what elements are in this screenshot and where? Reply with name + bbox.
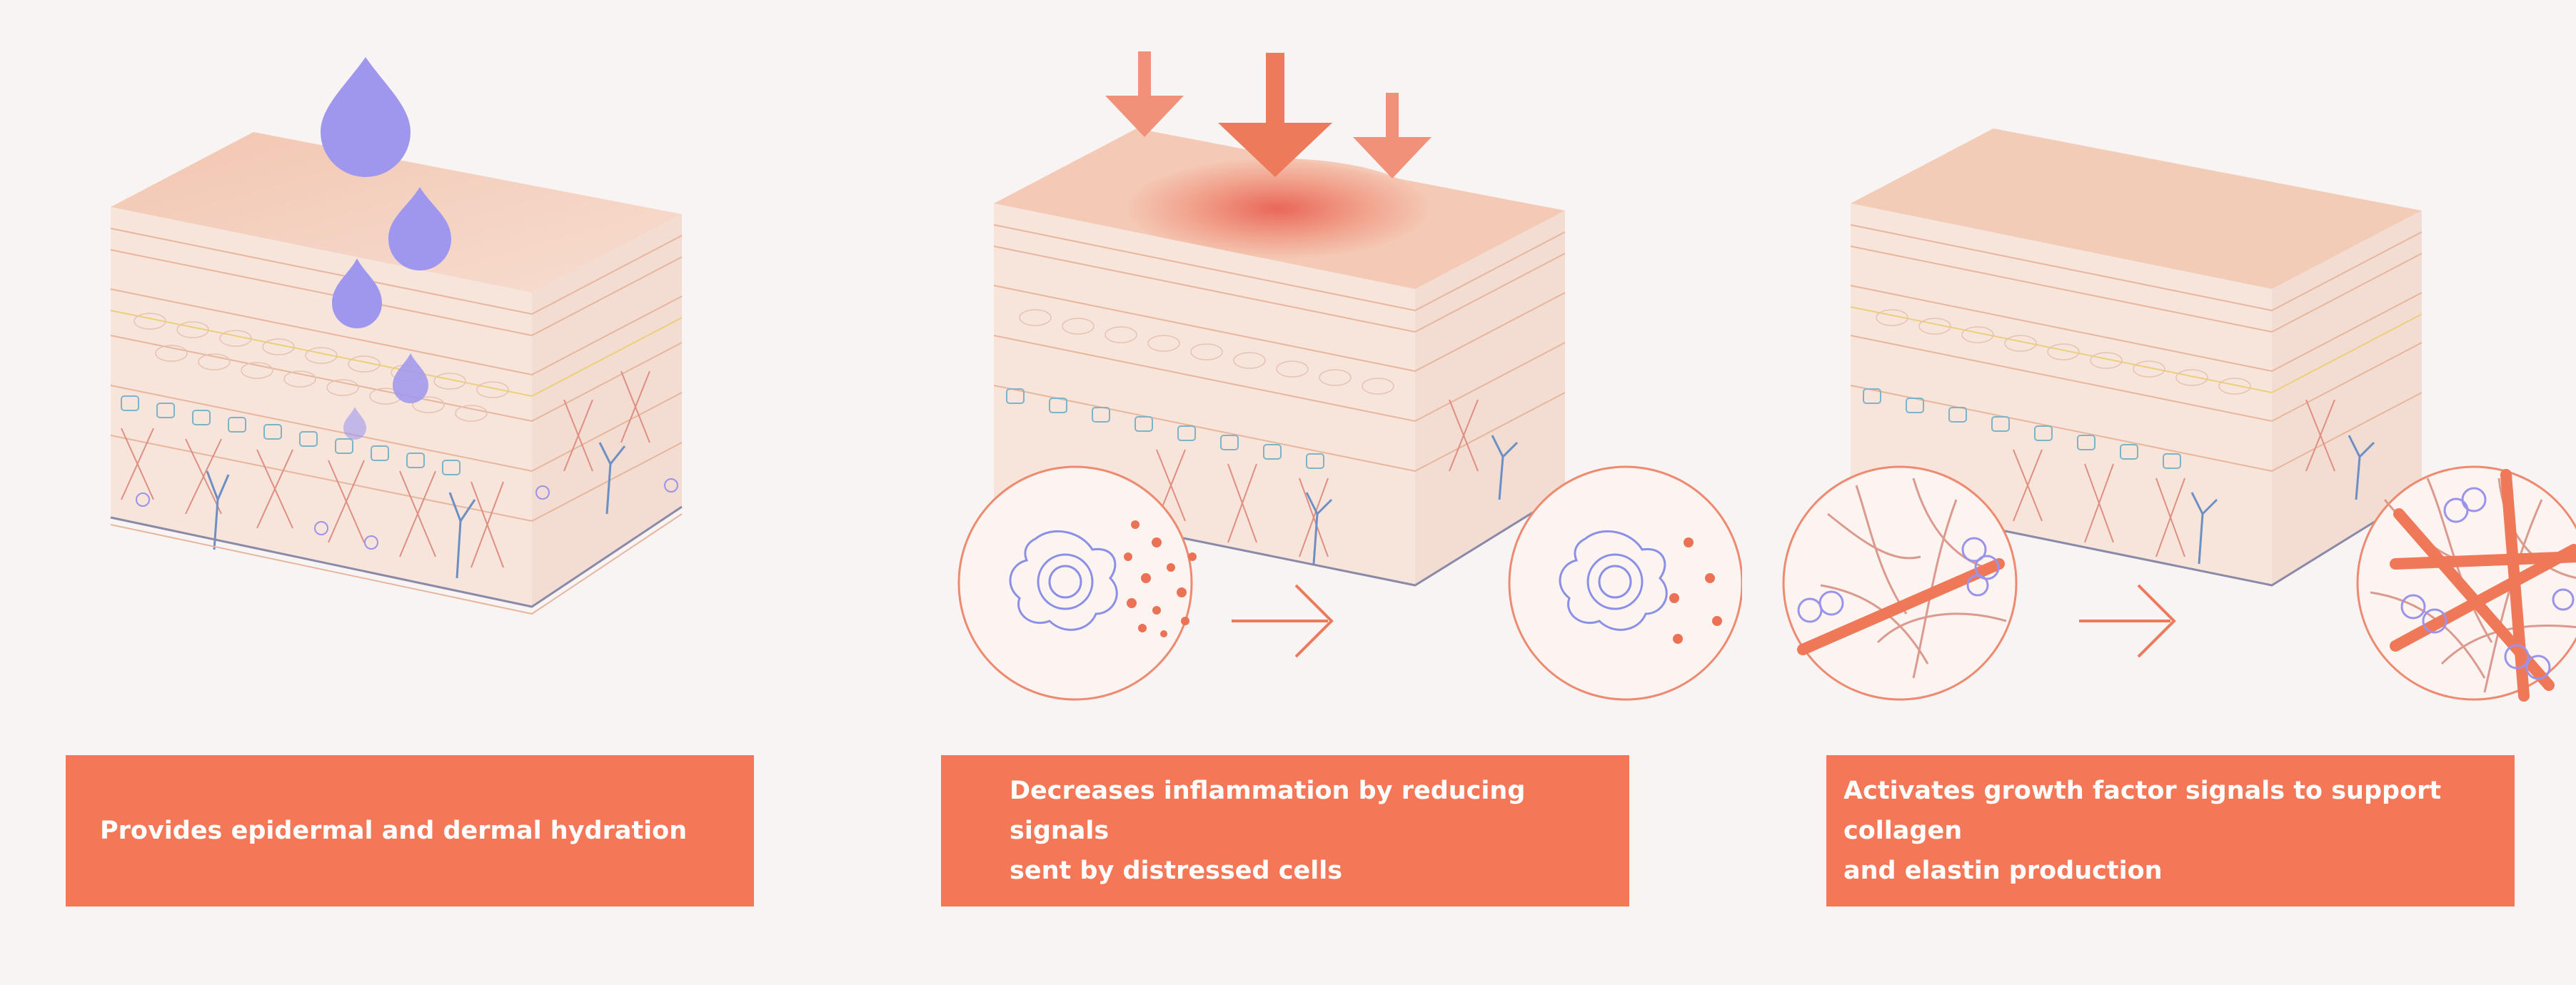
water-droplet-icon [388, 187, 451, 271]
skin-inflammation-illustration [957, 51, 1742, 701]
hydration-caption: Provides epidermal and dermal hydration [66, 755, 754, 906]
collagen-after-magnifier [2356, 465, 2576, 702]
collagen-fiber-icon [2500, 469, 2530, 702]
skin-surface [1851, 128, 2422, 289]
hydration-panel: Provides epidermal and dermal hydration [0, 0, 857, 985]
immune-cell-icon [1009, 530, 1118, 631]
calmed-cell-magnifier [1508, 465, 1742, 701]
skin-side-face [2272, 211, 2422, 585]
distressed-cell-magnifier [957, 465, 1197, 701]
water-droplets [321, 57, 451, 440]
skin-collagen-illustration [1782, 128, 2576, 702]
right-arrow-icon [2079, 584, 2176, 658]
skin-side-face [532, 214, 682, 607]
inflammation-caption-text: Decreases inflammation by reducing signa… [1010, 777, 1526, 885]
water-droplet-icon [343, 407, 366, 440]
collagen-caption-text: Activates growth factor signals to suppo… [1843, 777, 2442, 885]
dermis-fibers [121, 370, 650, 568]
down-arrow-icon [1105, 51, 1184, 137]
down-arrow-icon [1218, 53, 1332, 177]
inflammation-panel: Decreases inflammation by reducing signa… [857, 0, 1742, 985]
skin-front-face [111, 207, 532, 607]
collagen-caption: Activates growth factor signals to suppo… [1826, 755, 2515, 906]
inflammation-caption: Decreases inflammation by reducing signa… [941, 755, 1629, 906]
water-droplet-icon [393, 353, 428, 403]
collagen-before-magnifier [1782, 465, 2018, 701]
skin-hydration-illustration [110, 57, 683, 615]
inflamed-area [1128, 158, 1428, 258]
skin-surface [111, 132, 682, 293]
collagen-fiber-icon [1797, 558, 2005, 655]
right-arrow-icon [1232, 584, 1334, 658]
skin-side-face [1415, 211, 1565, 585]
collagen-panel: Activates growth factor signals to suppo… [1742, 0, 2576, 985]
pressure-arrows [1105, 51, 1432, 178]
hydration-caption-text: Provides epidermal and dermal hydration [100, 817, 688, 845]
water-droplet-icon [321, 57, 411, 177]
immune-cell-icon [1559, 530, 1668, 631]
down-arrow-icon [1353, 93, 1432, 178]
inflammation-signals [1124, 520, 1197, 637]
water-droplet-icon [332, 258, 382, 328]
collagen-fiber-icon [2390, 544, 2576, 652]
